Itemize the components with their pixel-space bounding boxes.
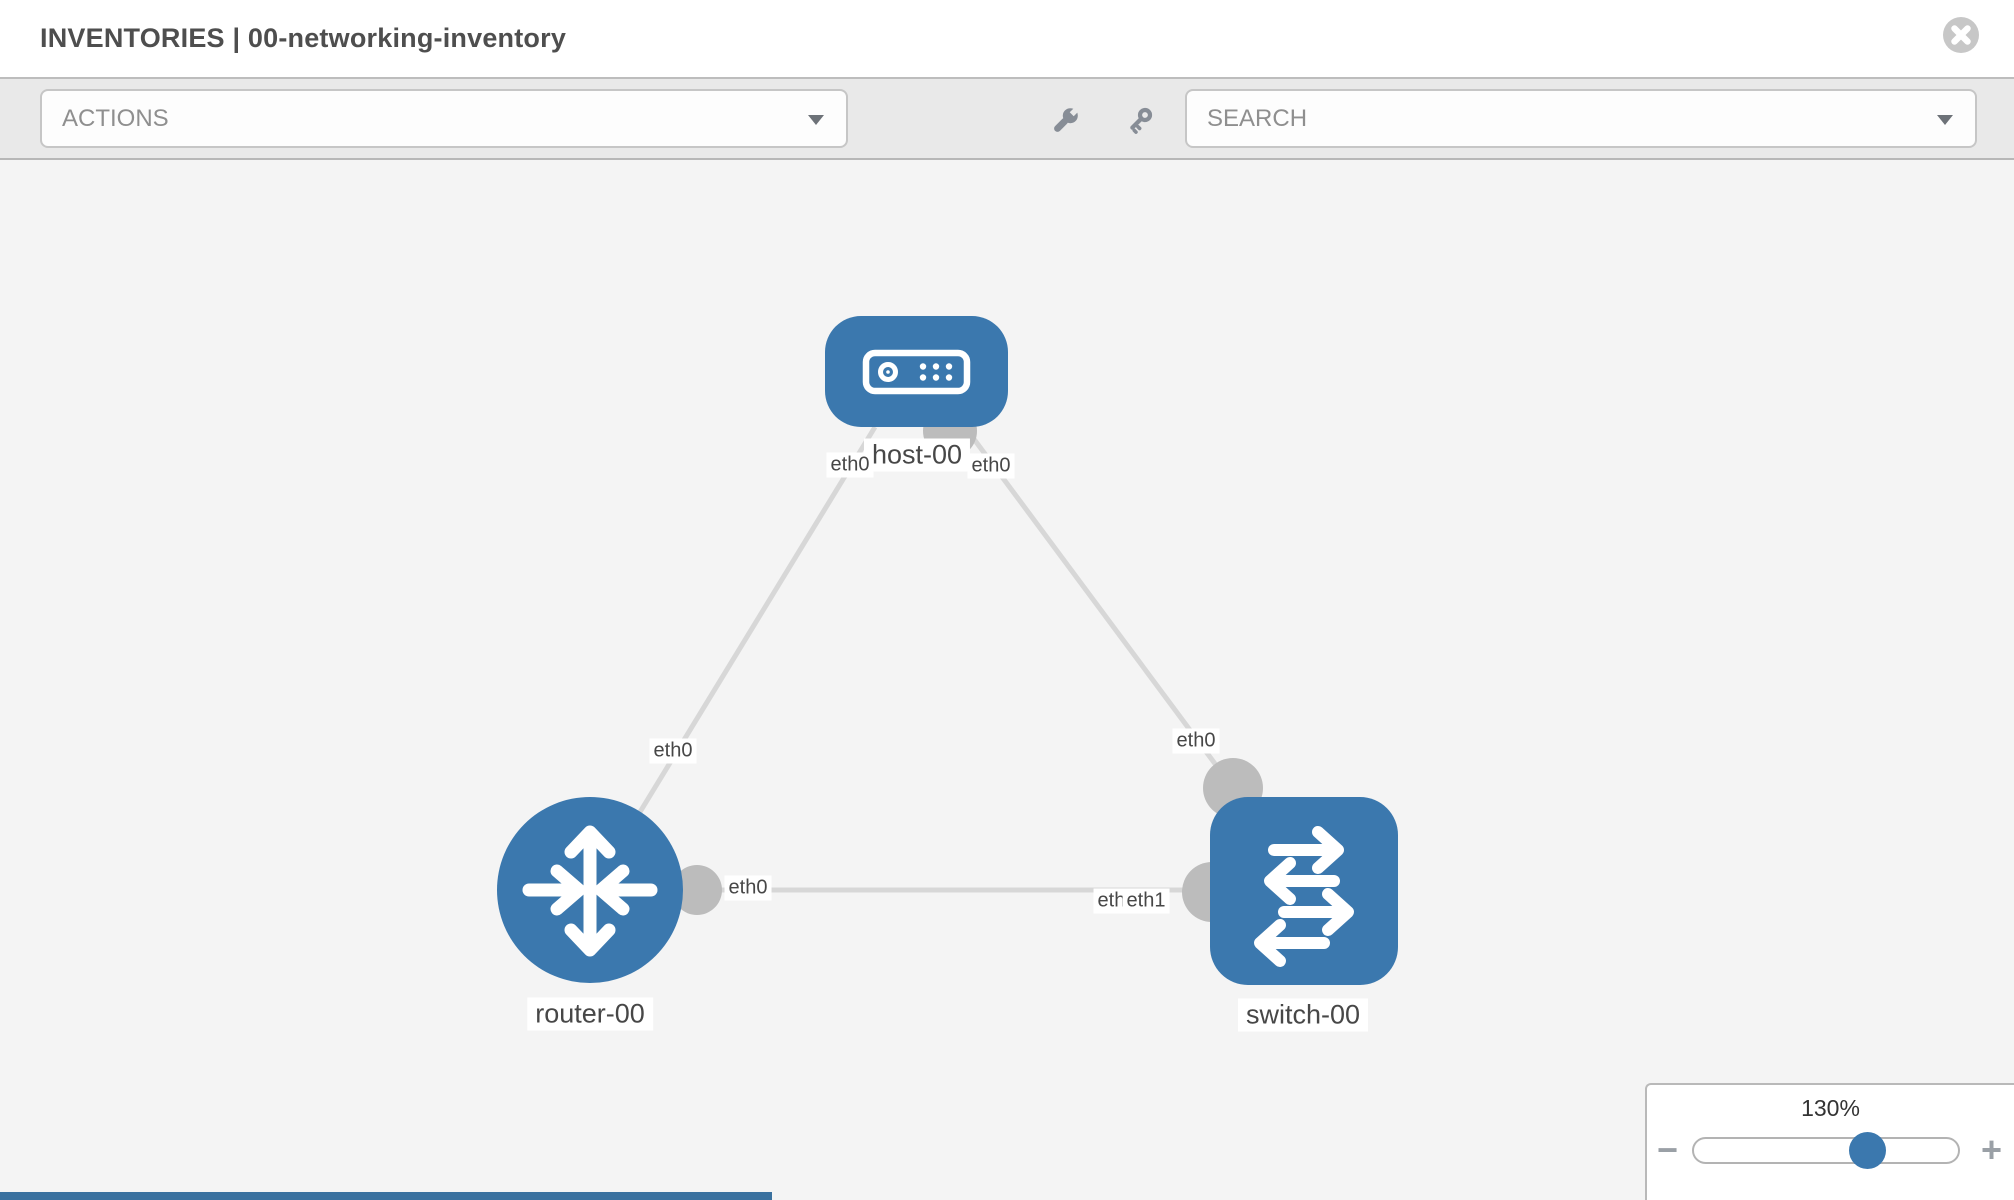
interface-label-host-eth0-right: eth0 (967, 453, 1015, 479)
node-label-switch: switch-00 (1237, 998, 1369, 1032)
node-label-host: host-00 (863, 438, 971, 472)
interface-label-router-eth0-right: eth0 (724, 875, 772, 901)
node-host[interactable] (825, 316, 1008, 427)
interface-label-switch-eth0-top: eth0 (1172, 728, 1220, 754)
links-layer (637, 404, 1263, 922)
close-icon[interactable] (1942, 16, 1980, 54)
switch-icon (1254, 826, 1354, 967)
page-title: INVENTORIES | 00-networking-inventory (40, 23, 567, 53)
zoom-slider[interactable] (1692, 1132, 1960, 1169)
chevron-down-icon (1937, 114, 1953, 125)
zoom-out-button[interactable]: − (1657, 1129, 1679, 1170)
actions-dropdown[interactable]: ACTIONS (40, 89, 848, 148)
zoom-in-button[interactable]: + (1980, 1129, 2002, 1170)
toolbar-icons (1048, 79, 1156, 162)
link-host-switch (962, 425, 1236, 790)
server-icon (862, 349, 970, 394)
router-icon (522, 825, 658, 957)
search-dropdown[interactable]: SEARCH (1185, 89, 1977, 148)
zoom-row: − + (1647, 1132, 2014, 1172)
wrench-icon[interactable] (1048, 104, 1082, 138)
interface-label-switch-eth1: eth1 (1122, 888, 1170, 914)
interface-label-router-eth0-top: eth0 (649, 738, 697, 764)
topology-canvas[interactable]: host-00 router-00 switch-00 eth0 eth0 et… (0, 160, 2014, 1200)
header: INVENTORIES | 00-networking-inventory (0, 0, 2014, 77)
search-placeholder: SEARCH (1207, 104, 1308, 132)
node-router[interactable] (497, 797, 683, 983)
node-switch[interactable] (1210, 797, 1398, 985)
actions-dropdown-label: ACTIONS (62, 104, 169, 132)
bottom-panel-edge (0, 1192, 772, 1200)
interface-label-host-eth0-left: eth0 (826, 452, 874, 478)
node-label-router: router-00 (527, 997, 653, 1031)
key-icon[interactable] (1122, 104, 1156, 138)
chevron-down-icon (808, 114, 824, 125)
port-circle-router (672, 865, 722, 915)
zoom-level-value: 130% (1801, 1095, 1860, 1121)
zoom-slider-handle[interactable] (1849, 1132, 1886, 1169)
toolbar: ACTIONS (0, 77, 2014, 160)
zoom-panel: 130% − + (1645, 1083, 2014, 1200)
